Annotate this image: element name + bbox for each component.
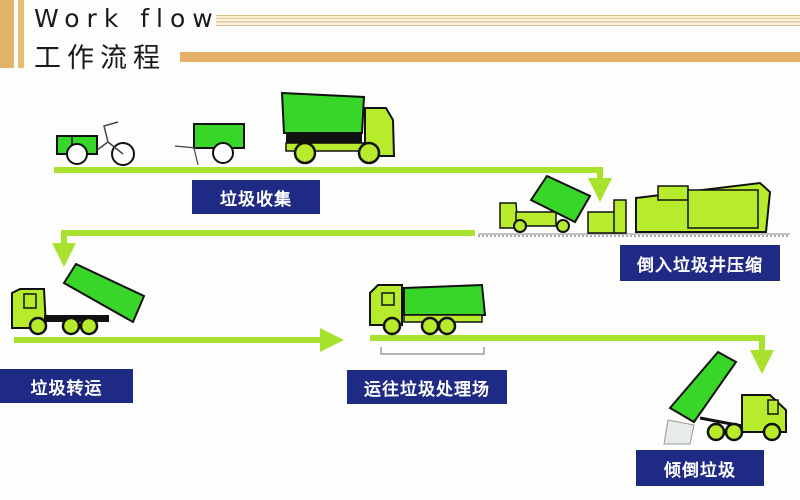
dumping-truck-icon xyxy=(663,350,787,445)
flow-arrow-1 xyxy=(54,167,612,202)
header-accent-bar-thin xyxy=(18,0,24,68)
handcart-icon xyxy=(174,123,245,166)
ground-hatch xyxy=(478,233,790,237)
step-label-collection: 垃圾收集 xyxy=(192,180,320,214)
tipping-truck-icon xyxy=(499,174,592,233)
step-label-dumping: 倾倒垃圾 xyxy=(636,450,764,486)
garbage-truck-icon xyxy=(280,91,396,165)
tricycle-icon xyxy=(56,121,135,166)
hook-lift-truck-icon xyxy=(11,262,146,336)
title-english: Work flow xyxy=(34,4,220,33)
step-label-transport: 运往垃圾处理场 xyxy=(347,370,507,404)
flow-arrow-2 xyxy=(52,230,475,267)
flow-arrow-4 xyxy=(370,335,774,374)
header-stripe-top xyxy=(216,15,800,29)
title-chinese: 工作流程 xyxy=(34,43,166,74)
container-truck-icon xyxy=(369,283,487,355)
step-label-compaction: 倒入垃圾井压缩 xyxy=(620,245,780,281)
compactor-machine-icon xyxy=(587,181,772,234)
header-accent-bar xyxy=(0,0,14,68)
header-stripe-bottom xyxy=(180,52,800,62)
step-label-transfer: 垃圾转运 xyxy=(0,369,133,403)
